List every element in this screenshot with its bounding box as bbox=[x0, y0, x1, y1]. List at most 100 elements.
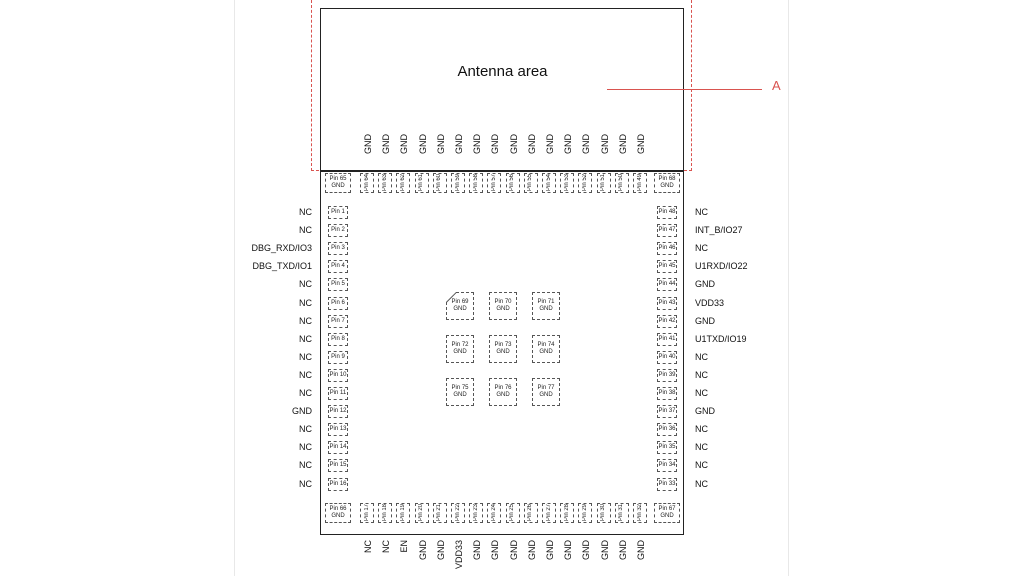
top-signal-label: GND bbox=[490, 134, 501, 154]
bottom-pin-pad: Pin 17 bbox=[360, 503, 374, 523]
left-pin-number: Pin 16 bbox=[329, 480, 347, 487]
top-pin-pad: Pin 58 bbox=[469, 173, 484, 193]
top-pin-pad: Pin 64 bbox=[360, 173, 374, 193]
right-pin-number: Pin 38 bbox=[658, 390, 676, 396]
bottom-signal-label: NC bbox=[363, 540, 373, 553]
right-signal-label: NC bbox=[695, 442, 708, 453]
right-pin-pad: Pin 48 bbox=[657, 206, 677, 219]
top-signal-label: GND bbox=[454, 134, 464, 154]
left-signal-label: NC bbox=[299, 478, 312, 489]
bottom-pin-pad: Pin 28 bbox=[560, 503, 575, 523]
left-pin-pad: Pin 7 bbox=[328, 314, 348, 328]
top-signal-label: GND bbox=[526, 134, 537, 154]
left-pin-number: Pin 3 bbox=[331, 245, 345, 252]
top-pin-number: Pin 51 bbox=[600, 174, 607, 192]
left-pin-pad: Pin 15 bbox=[328, 459, 348, 473]
left-pin-number: Pin 12 bbox=[329, 408, 347, 415]
bottom-pin-number: Pin 18 bbox=[381, 504, 388, 522]
corner-pin-signal: GND bbox=[331, 513, 345, 519]
top-signal-label: GND bbox=[617, 134, 628, 154]
top-signal-label: GND bbox=[599, 134, 610, 154]
right-pin-pad: Pin 38 bbox=[657, 387, 677, 400]
bottom-signal-label: EN bbox=[399, 540, 410, 553]
bottom-pin-pad: Pin 29 bbox=[578, 503, 593, 523]
top-pin-number: Pin 62 bbox=[399, 174, 406, 192]
bottom-signal-label: GND bbox=[508, 540, 519, 560]
top-signal-label: GND bbox=[508, 134, 519, 154]
right-signal-label: NC bbox=[695, 388, 708, 398]
bottom-signal-label: GND bbox=[599, 540, 610, 560]
right-pin-number: Pin 39 bbox=[658, 371, 676, 378]
top-pin-pad: Pin 50 bbox=[614, 173, 629, 193]
top-signal-label: GND bbox=[472, 134, 483, 154]
bottom-pin-pad: Pin 21 bbox=[432, 503, 447, 523]
right-pin-number: Pin 42 bbox=[658, 317, 676, 324]
right-pin-number: Pin 34 bbox=[658, 462, 676, 469]
right-signal-label: NC bbox=[695, 351, 708, 362]
top-pin-pad: Pin 49 bbox=[633, 173, 647, 193]
antenna-divider bbox=[320, 170, 684, 172]
corner-pin-number: Pin 65 bbox=[329, 176, 347, 182]
right-pin-pad: Pin 44 bbox=[657, 278, 677, 292]
page-guide-left bbox=[234, 0, 235, 576]
right-signal-label: NC bbox=[695, 369, 708, 380]
top-signal-label: GND bbox=[581, 134, 592, 154]
bottom-pin-pad: Pin 24 bbox=[487, 503, 502, 523]
top-pin-number: Pin 49 bbox=[636, 174, 643, 192]
left-signal-label: NC bbox=[299, 424, 312, 435]
bottom-pin-number: Pin 19 bbox=[399, 504, 406, 522]
center-pin-signal: GND bbox=[453, 349, 467, 355]
left-signal-label: NC bbox=[299, 297, 312, 308]
top-pin-pad: Pin 54 bbox=[542, 173, 556, 193]
bottom-pin-number: Pin 32 bbox=[636, 504, 643, 522]
right-signal-label: NC bbox=[695, 243, 708, 254]
bottom-signal-label: GND bbox=[435, 540, 446, 560]
top-pin-number: Pin 61 bbox=[418, 174, 425, 192]
left-pin-number: Pin 4 bbox=[331, 263, 345, 270]
center-pin-signal: GND bbox=[496, 349, 510, 355]
right-signal-label: GND bbox=[695, 279, 715, 290]
left-pin-number: Pin 14 bbox=[329, 444, 347, 451]
center-pin-signal: GND bbox=[496, 306, 510, 312]
bottom-pin-pad: Pin 18 bbox=[378, 503, 393, 523]
corner-pin-number: Pin 67 bbox=[658, 506, 676, 512]
right-signal-label: U1TXD/IO19 bbox=[695, 333, 747, 344]
left-pin-number: Pin 5 bbox=[331, 281, 345, 288]
right-pin-pad: Pin 46 bbox=[657, 242, 677, 256]
right-pin-number: Pin 44 bbox=[658, 281, 676, 288]
corner-pin-number: Pin 66 bbox=[329, 506, 347, 512]
left-pin-number: Pin 11 bbox=[329, 390, 347, 396]
right-signal-label: U1RXD/IO22 bbox=[695, 261, 748, 272]
bottom-pin-pad: Pin 32 bbox=[633, 503, 647, 523]
bottom-pin-pad: Pin 19 bbox=[396, 503, 411, 523]
left-pin-number: Pin 6 bbox=[331, 299, 345, 306]
right-pin-pad: Pin 36 bbox=[657, 423, 677, 437]
bottom-signal-label: GND bbox=[617, 540, 628, 560]
callout-label: A bbox=[772, 78, 781, 93]
right-pin-number: Pin 46 bbox=[658, 245, 676, 252]
left-signal-label: NC bbox=[299, 369, 312, 380]
top-pin-pad: Pin 61 bbox=[414, 173, 429, 193]
corner-pin-number: Pin 68 bbox=[658, 176, 676, 182]
right-pin-pad: Pin 34 bbox=[657, 459, 677, 473]
bottom-signal-label: GND bbox=[490, 540, 501, 560]
callout-line bbox=[607, 89, 762, 90]
left-pin-pad: Pin 6 bbox=[328, 296, 348, 310]
right-pin-pad: Pin 45 bbox=[657, 260, 677, 274]
right-pin-pad: Pin 40 bbox=[657, 350, 677, 364]
left-pin-pad: Pin 14 bbox=[328, 441, 348, 455]
right-pin-number: Pin 43 bbox=[658, 299, 676, 306]
left-pin-number: Pin 13 bbox=[329, 426, 347, 433]
top-pin-number: Pin 55 bbox=[527, 174, 534, 192]
center-pin-signal: GND bbox=[539, 392, 553, 398]
corner-pin-signal: GND bbox=[660, 183, 674, 189]
center-pin-number: Pin 77 bbox=[537, 385, 555, 391]
top-pin-number: Pin 59 bbox=[454, 174, 461, 192]
bottom-pin-pad: Pin 31 bbox=[614, 503, 629, 523]
right-pin-pad: Pin 35 bbox=[657, 441, 677, 455]
center-pin-number: Pin 69 bbox=[451, 299, 469, 305]
left-pin-number: Pin 8 bbox=[331, 335, 345, 342]
